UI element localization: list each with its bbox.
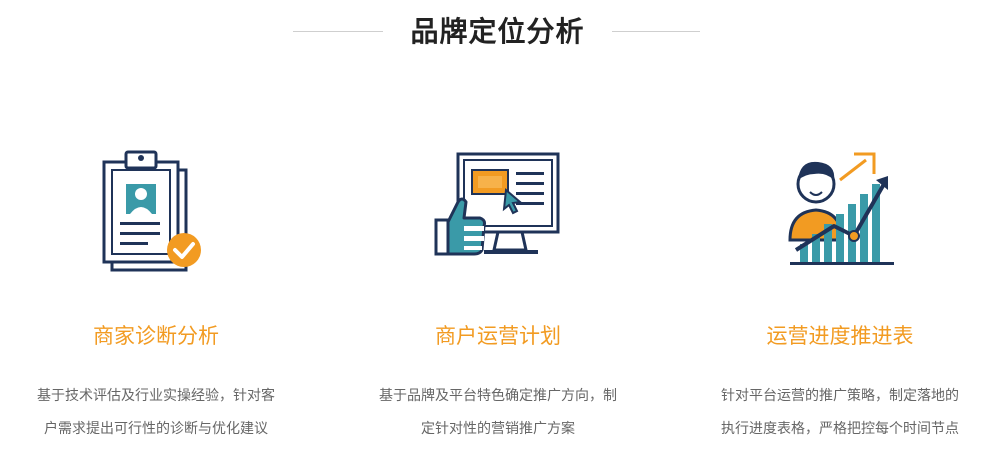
growth-chart-person-icon — [740, 140, 940, 280]
card-description: 基于品牌及平台特色确定推广方向，制 定针对性的营销推广方案 — [368, 380, 628, 446]
service-card-operation-plan: 商户运营计划 基于品牌及平台特色确定推广方向，制 定针对性的营销推广方案 — [348, 140, 648, 456]
service-card-progress-schedule: 运营进度推进表 针对平台运营的推广策略，制定落地的 执行进度表格，严格把控每个时… — [690, 140, 990, 456]
section-title: 品牌定位分析 — [383, 10, 612, 54]
service-card-diagnosis: 商家诊断分析 基于技术评估及行业实操经验，针对客 户需求提出可行性的诊断与优化建… — [6, 140, 306, 456]
card-title: 运营进度推进表 — [690, 320, 990, 352]
monitor-thumbs-up-icon — [398, 140, 598, 280]
card-description-line: 执行进度表格，严格把控每个时间节点 — [710, 413, 970, 446]
card-description-line: 针对平台运营的推广策略，制定落地的 — [710, 380, 970, 413]
card-description-line: 户需求提出可行性的诊断与优化建议 — [26, 413, 286, 446]
title-divider-left — [293, 31, 383, 32]
section-header: 品牌定位分析 — [0, 10, 1000, 54]
card-description-line: 基于品牌及平台特色确定推广方向，制 — [368, 380, 628, 413]
card-description-line: 基于技术评估及行业实操经验，针对客 — [26, 380, 286, 413]
card-description: 针对平台运营的推广策略，制定落地的 执行进度表格，严格把控每个时间节点 — [710, 380, 970, 446]
card-description: 基于技术评估及行业实操经验，针对客 户需求提出可行性的诊断与优化建议 — [26, 380, 286, 446]
card-description-line: 定针对性的营销推广方案 — [368, 413, 628, 446]
card-title: 商家诊断分析 — [6, 320, 306, 352]
title-divider-right — [612, 31, 700, 32]
card-title: 商户运营计划 — [348, 320, 648, 352]
clipboard-check-icon — [56, 140, 256, 280]
